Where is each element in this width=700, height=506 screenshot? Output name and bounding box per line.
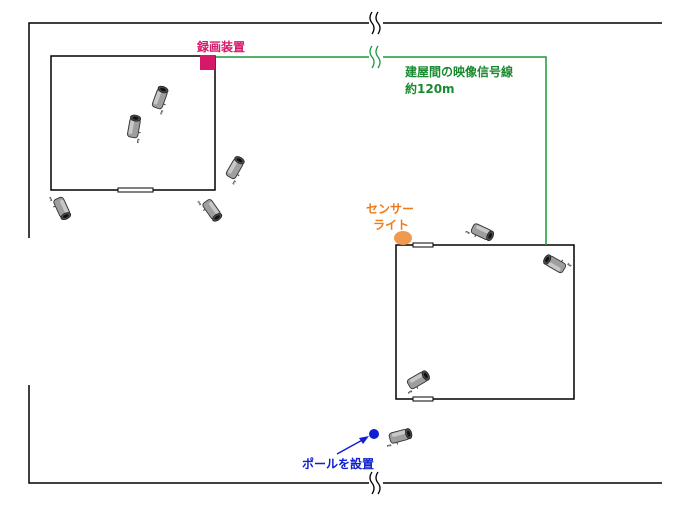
cable-break-mark <box>369 45 381 69</box>
pole-marker <box>369 429 379 439</box>
camera-icon <box>383 427 416 448</box>
camera-icon <box>222 154 249 185</box>
camera-icon <box>401 368 435 394</box>
cable-length-label: 約120m <box>405 81 455 96</box>
sensor-light <box>394 231 412 245</box>
site-boundary <box>28 22 662 484</box>
building-b <box>395 242 575 402</box>
video-cable-label: 建屋間の映像信号線 <box>404 64 513 79</box>
sensor-light-label-line1: センサー <box>366 202 414 216</box>
video-signal-cable <box>216 56 547 245</box>
camera-icon <box>197 194 224 227</box>
camera-icon <box>48 191 73 225</box>
camera-icon <box>149 84 173 115</box>
camera-icon <box>125 113 144 144</box>
recorder-device <box>200 55 215 70</box>
boundary-break-marks <box>369 11 381 495</box>
pole-label: ポールを設置 <box>302 456 374 471</box>
sensor-light-label-line2: ライト <box>373 218 409 232</box>
building-a <box>50 55 216 193</box>
recorder-label: 録画装置 <box>197 39 245 54</box>
camera-icon <box>541 250 572 277</box>
pole-arrow <box>336 436 369 455</box>
